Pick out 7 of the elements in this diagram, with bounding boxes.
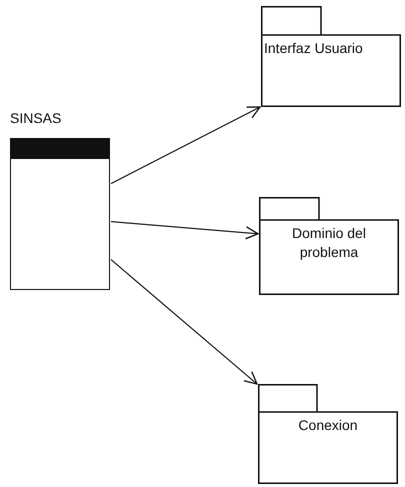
- arrow: [110, 106, 261, 184]
- package-name: Conexion: [297, 416, 359, 435]
- class-name: SINSAS: [10, 110, 62, 126]
- package-name: Interfaz Usuario: [263, 39, 364, 58]
- arrow: [110, 221, 259, 240]
- arrow: [110, 259, 258, 385]
- package-name: Dominio del problema: [291, 224, 367, 262]
